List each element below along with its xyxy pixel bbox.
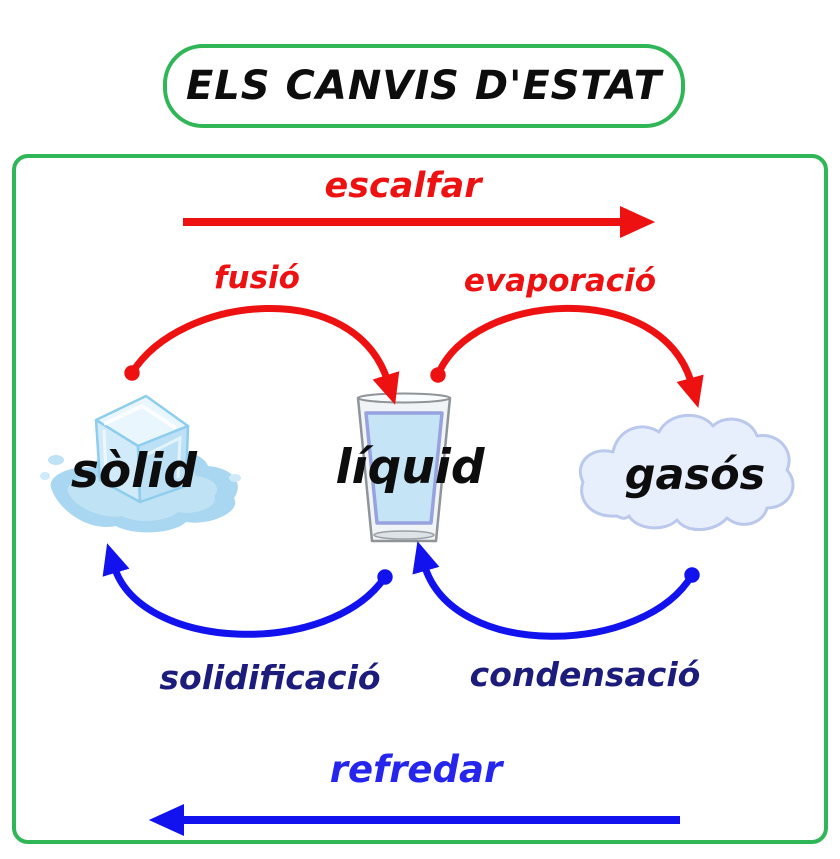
page-title: ELS CANVIS D'ESTAT	[185, 63, 663, 109]
solid-state-figure	[38, 394, 246, 540]
fusio-label: fusió	[214, 260, 300, 296]
condensacio-label: condensació	[469, 655, 701, 694]
ice-cube-icon	[40, 394, 241, 533]
cool-process-label: refredar	[329, 748, 503, 791]
evaporacio-arrow	[430, 304, 704, 408]
solidificacio-arrow	[102, 543, 393, 638]
cloud-icon	[578, 413, 795, 531]
liquid-state-label: líquid	[335, 440, 485, 495]
title-box: ELS CANVIS D'ESTAT	[163, 44, 685, 128]
solidificacio-label: solidificació	[159, 658, 381, 697]
heat-process-label: escalfar	[324, 166, 482, 206]
fusio-arrow	[124, 305, 400, 405]
gas-state-label: gasós	[624, 450, 766, 500]
condensacio-arrow	[412, 541, 700, 640]
evaporacio-label: evaporació	[463, 263, 657, 299]
solid-state-label: sòlid	[70, 444, 198, 499]
gas-state-figure	[573, 408, 803, 543]
